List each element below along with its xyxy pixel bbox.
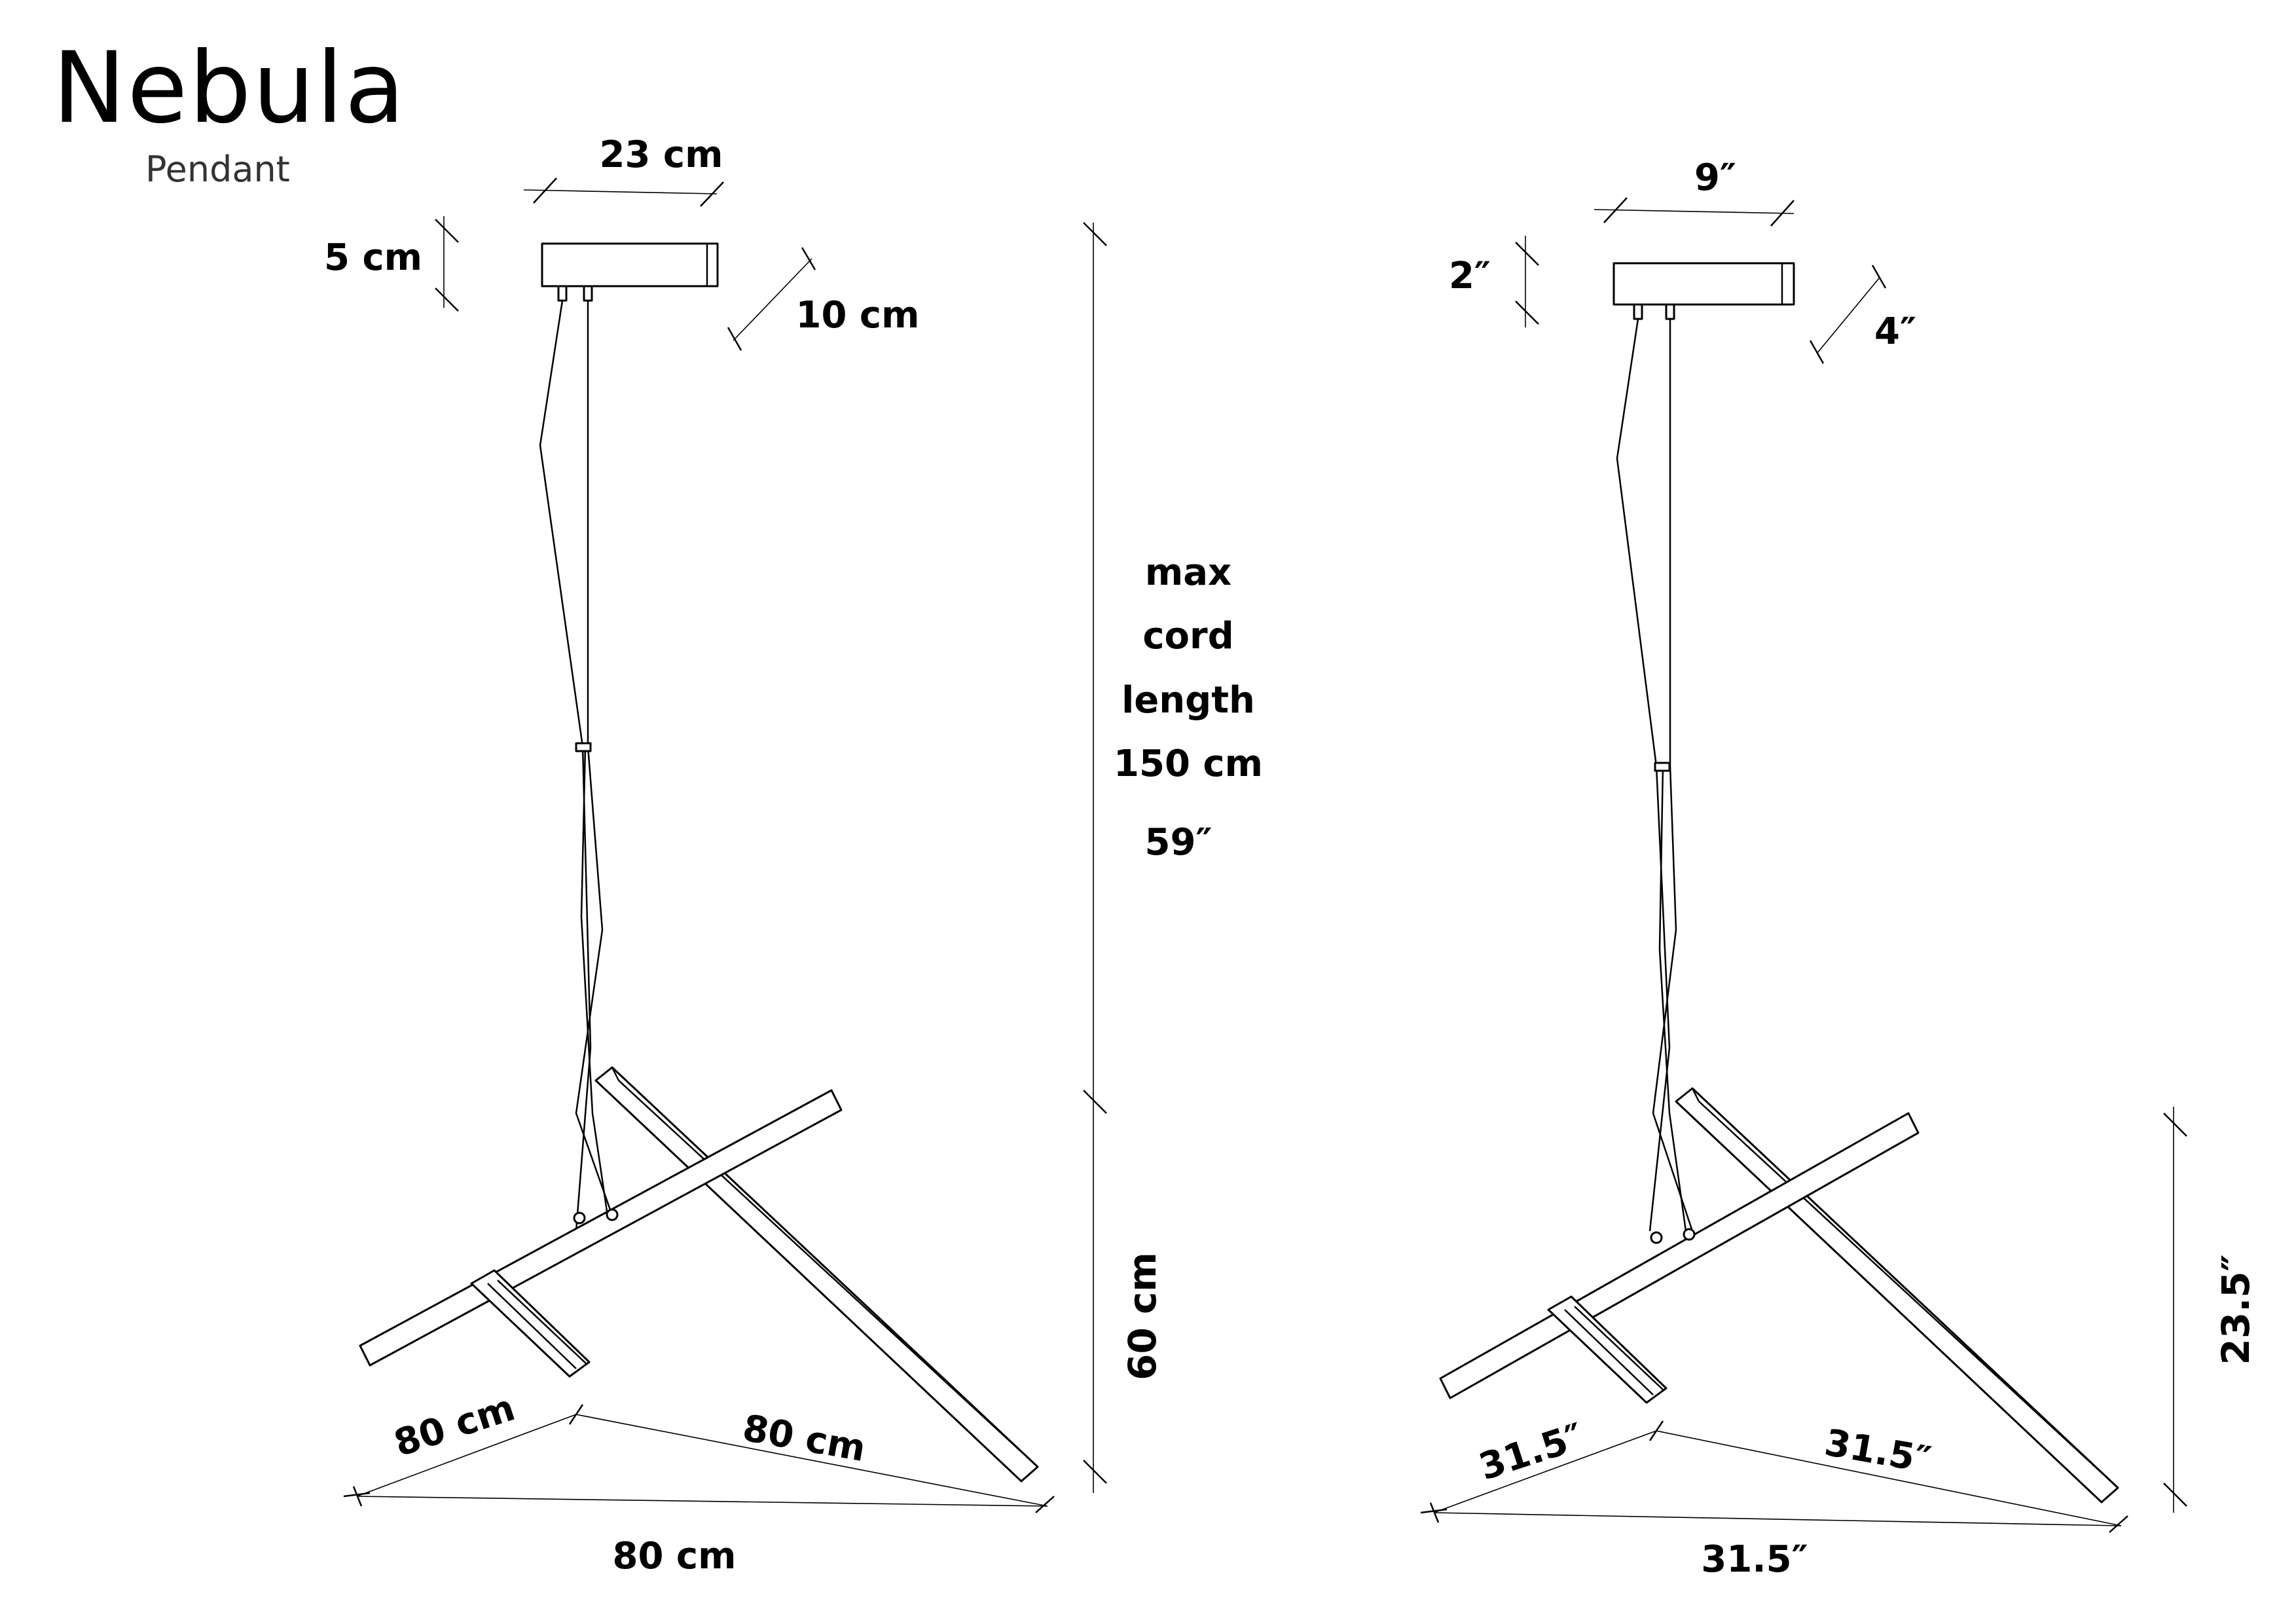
canopy-width-label-imperial: 9″ [1694,157,1736,199]
product-title: Nebula [52,31,407,145]
canopy-height-dimension [435,216,459,312]
cord-label-line2: cord [1142,615,1233,657]
imperial-drawing: 9″ 2″ 4″ [1420,157,2258,1581]
canopy-depth-label-imperial: 4″ [1874,310,1916,353]
canopy-depth-dimension-imperial [1809,265,1887,364]
canopy [541,242,719,302]
cord-label-line5: 59″ [1145,821,1212,864]
fixture-height-dimension-imperial [2163,1107,2187,1513]
canopy-depth-label: 10 cm [796,294,920,337]
arm-b-label: 80 cm [740,1407,869,1470]
canopy-imperial [1613,262,1795,320]
arm-b-label-imperial: 31.5″ [1821,1422,1934,1482]
arm-a-label: 80 cm [389,1386,520,1465]
fixture-height-label-imperial: 23.5″ [2214,1254,2258,1365]
canopy-height-label: 5 cm [324,236,422,279]
metric-drawing: 23 cm 5 cm 10 cm [324,134,1263,1578]
base-triangle-dimension [343,1404,1055,1513]
cord-label-line4: 150 cm [1114,743,1263,785]
suspension-cords [539,300,617,1244]
arm-a-label-imperial: 31.5″ [1474,1415,1589,1488]
fixture-arms-imperial [1439,1087,2119,1504]
fixture-height-label: 60 cm [1120,1252,1165,1380]
fixture-arms [359,1066,1039,1483]
cord-length-dimension [1083,222,1107,1114]
canopy-height-label-imperial: 2″ [1449,255,1491,297]
canopy-width-dimension-imperial [1594,197,1795,227]
canopy-depth-dimension [727,247,816,351]
base-triangle-dimension-imperial [1420,1420,2128,1533]
cord-label-line1: max [1145,551,1231,594]
suspension-cords-imperial [1616,318,1694,1232]
cord-label-line3: length [1121,679,1255,722]
canopy-height-dimension-imperial [1515,236,1539,327]
fixture-height-dimension [1083,1100,1107,1493]
product-subtitle: Pendant [145,149,290,190]
canopy-width-label: 23 cm [600,134,723,176]
arm-c-label-imperial: 31.5″ [1701,1538,1808,1581]
arm-c-label: 80 cm [613,1535,737,1578]
canopy-width-dimension [523,177,724,207]
